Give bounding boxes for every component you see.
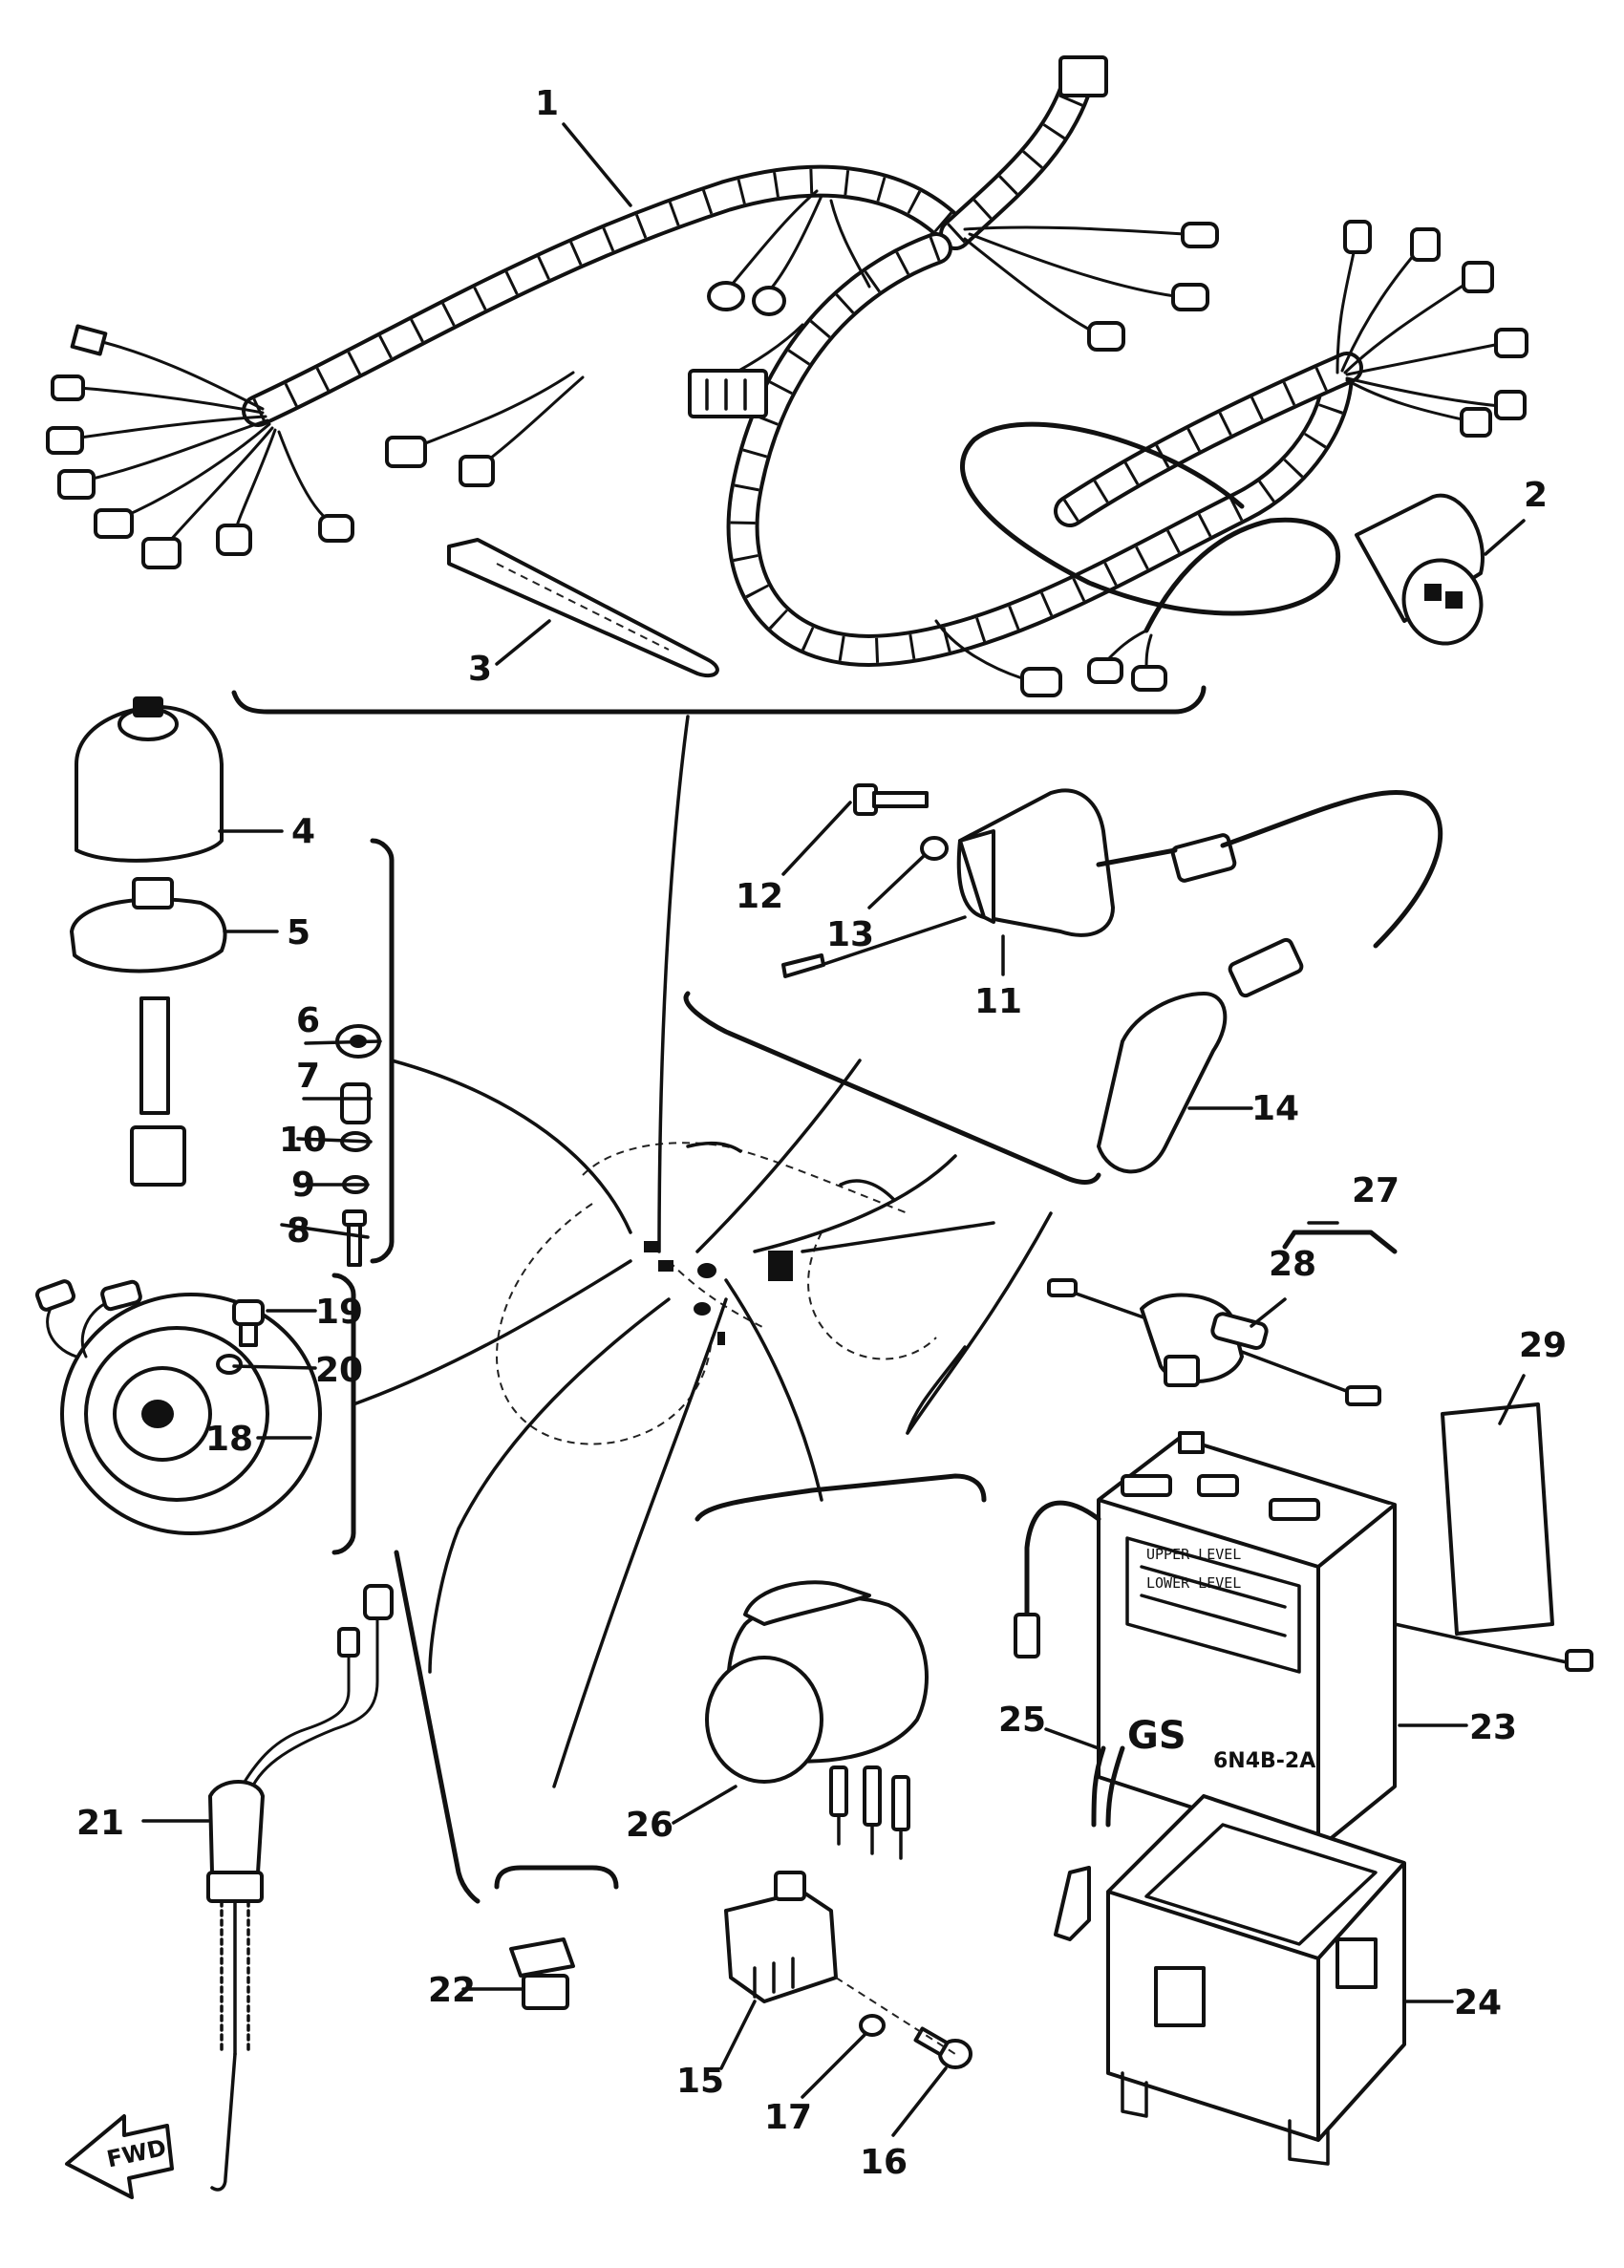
battery-model-code: 6N4B-2A bbox=[1213, 1749, 1315, 1773]
callout-10: 10 bbox=[279, 1121, 327, 1160]
callout-20: 20 bbox=[315, 1351, 363, 1390]
harness-connector-2 bbox=[1355, 493, 1485, 646]
callout-7: 7 bbox=[296, 1057, 320, 1096]
callout-9: 9 bbox=[291, 1166, 315, 1205]
bracket-lead bbox=[394, 1550, 481, 1904]
battery-lower-level: LOWER LEVEL bbox=[1146, 1574, 1241, 1592]
callout-14: 14 bbox=[1251, 1089, 1299, 1128]
ignition-switch-4 bbox=[75, 696, 224, 863]
callout-18: 18 bbox=[205, 1420, 253, 1459]
callout-23: 23 bbox=[1469, 1708, 1517, 1747]
wire-harness bbox=[46, 55, 1528, 697]
bracket-coil bbox=[683, 991, 1101, 1185]
callout-11: 11 bbox=[974, 982, 1022, 1021]
bracket-plug bbox=[494, 1865, 619, 1890]
neutral-switch-lead-21 bbox=[206, 1584, 394, 2192]
fwd-arrow-icon: FWD bbox=[65, 2114, 174, 2199]
callout-8: 8 bbox=[287, 1211, 310, 1251]
callout-4: 4 bbox=[291, 812, 315, 851]
horn-18 bbox=[35, 1279, 322, 1535]
cable-tie-3 bbox=[447, 538, 719, 678]
collar-7 bbox=[340, 1082, 371, 1124]
bracket-harness bbox=[231, 685, 1207, 715]
bracket-fuse bbox=[1292, 1230, 1398, 1254]
callout-2: 2 bbox=[1524, 476, 1548, 515]
bracket-switch bbox=[370, 838, 395, 1264]
fuse-holder-27 bbox=[1047, 1278, 1381, 1406]
washer-17 bbox=[859, 2014, 886, 2037]
battery-brand-mark: GS bbox=[1127, 1714, 1186, 1758]
battery-upper-level: UPPER LEVEL bbox=[1146, 1546, 1241, 1563]
callout-15: 15 bbox=[676, 2062, 724, 2101]
callout-29: 29 bbox=[1519, 1326, 1567, 1365]
switch-base-5 bbox=[70, 877, 227, 1187]
callout-13: 13 bbox=[826, 915, 874, 954]
callout-1: 1 bbox=[535, 84, 559, 123]
callout-27: 27 bbox=[1352, 1171, 1400, 1210]
callout-6: 6 bbox=[296, 1001, 320, 1040]
flasher-relay-26 bbox=[705, 1580, 929, 1860]
callout-19: 19 bbox=[315, 1293, 363, 1332]
washer-20 bbox=[216, 1354, 243, 1375]
screw-8 bbox=[342, 1209, 367, 1267]
plug-cap-14 bbox=[1097, 992, 1228, 1174]
fuse-28 bbox=[1210, 1312, 1269, 1351]
callout-12: 12 bbox=[736, 877, 783, 916]
screw-16 bbox=[913, 2026, 972, 2069]
washer-13 bbox=[920, 836, 949, 861]
callout-5: 5 bbox=[287, 913, 310, 952]
callout-16: 16 bbox=[860, 2143, 908, 2182]
leader-lines bbox=[352, 715, 1053, 1788]
callout-28: 28 bbox=[1269, 1245, 1316, 1284]
plug-22 bbox=[509, 1937, 575, 2010]
callout-17: 17 bbox=[764, 2098, 812, 2137]
bracket-horn bbox=[331, 1273, 356, 1555]
label-card-29 bbox=[1441, 1402, 1554, 1636]
breather-pipe-25 bbox=[1054, 1745, 1125, 1941]
motorcycle-locator-silhouette bbox=[495, 1141, 937, 1445]
callout-leaders bbox=[141, 122, 1526, 2137]
callout-21: 21 bbox=[76, 1804, 124, 1843]
bracket-relay bbox=[694, 1473, 987, 1522]
callout-25: 25 bbox=[998, 1701, 1046, 1740]
ignition-coil-11 bbox=[781, 788, 1443, 998]
rectifier-15 bbox=[724, 1871, 838, 2003]
callout-22: 22 bbox=[428, 1971, 476, 2010]
battery-box-24 bbox=[1106, 1794, 1406, 2166]
callout-numbers: 1 2 3 4 5 6 7 8 9 10 11 12 13 14 15 16 1… bbox=[76, 84, 1567, 2182]
battery-23: GS 6N4B-2A UPPER LEVEL LOWER LEVEL bbox=[1014, 1431, 1593, 1851]
callout-24: 24 bbox=[1454, 1983, 1502, 2022]
callout-3: 3 bbox=[468, 650, 492, 689]
callout-26: 26 bbox=[626, 1806, 673, 1845]
bolt-19 bbox=[232, 1299, 265, 1347]
bolt-12 bbox=[853, 783, 929, 816]
